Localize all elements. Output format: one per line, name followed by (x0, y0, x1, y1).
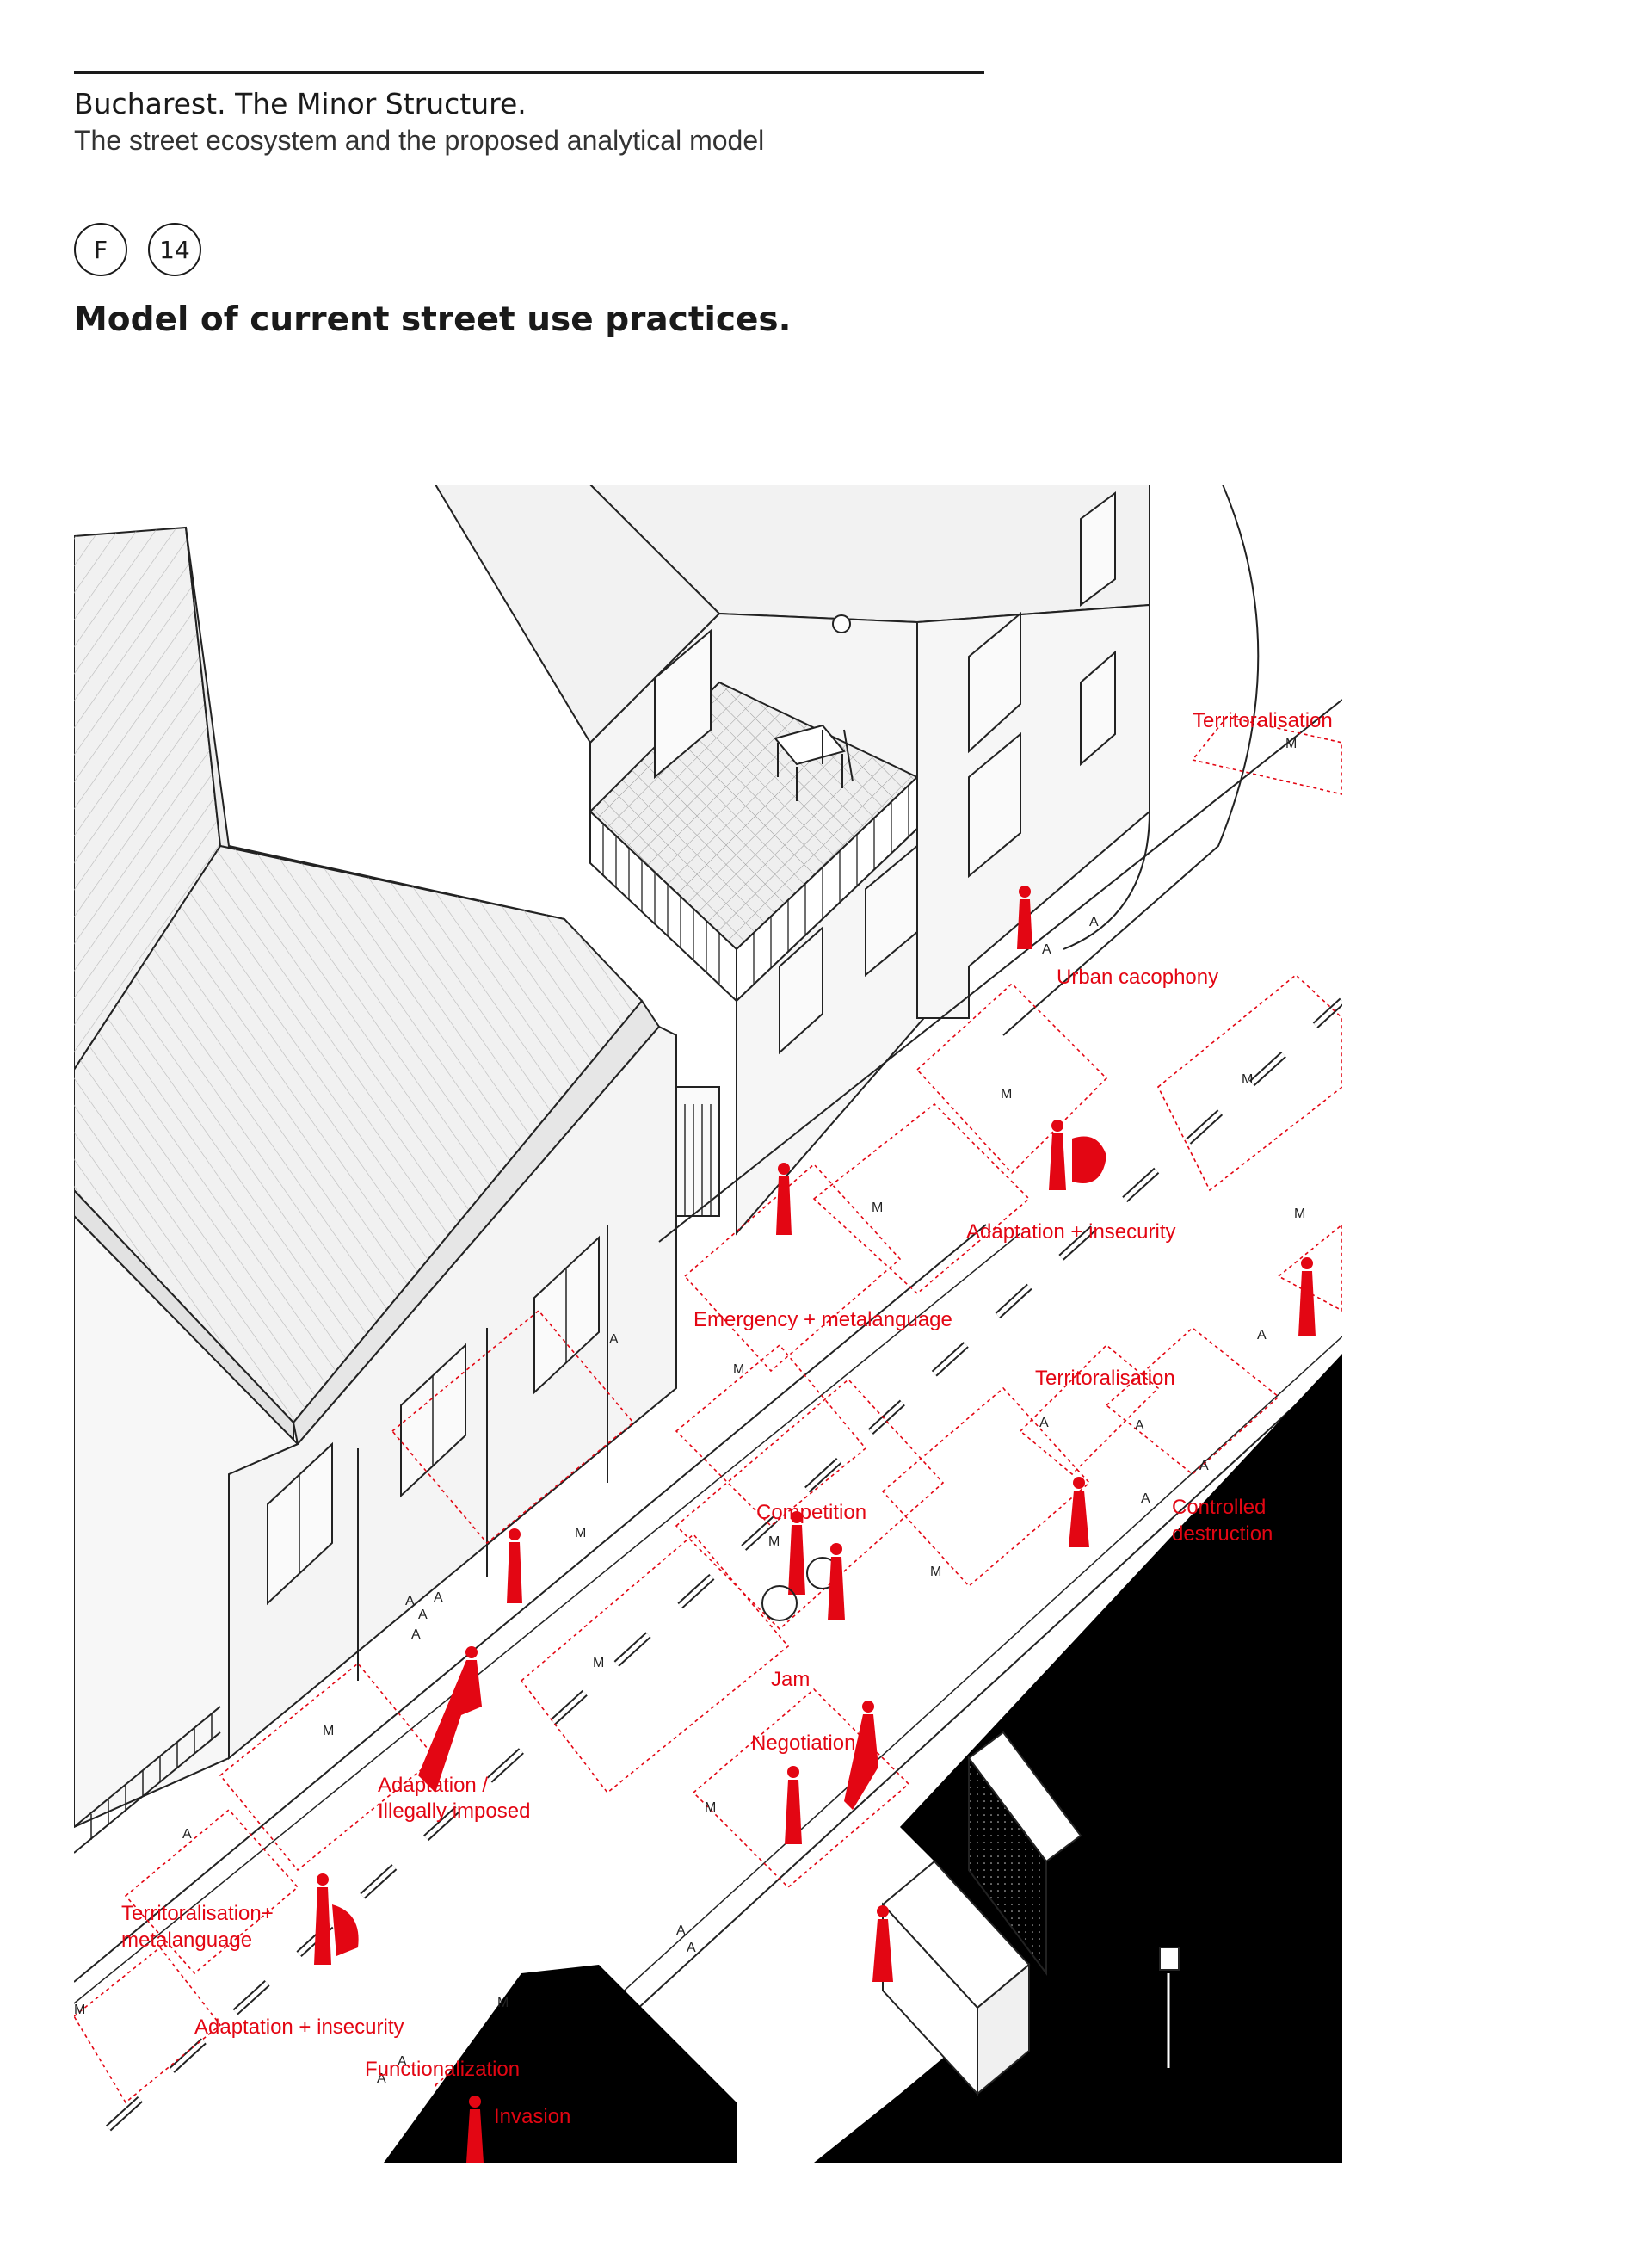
marker-a: A (1141, 1491, 1150, 1506)
label-controlled-destruction: Controlled (1172, 1496, 1266, 1519)
label-negotiation: Negotiation (751, 1731, 855, 1755)
marker-m: M (575, 1526, 586, 1540)
label-jam: Jam (771, 1668, 810, 1691)
marker-m: M (497, 1996, 509, 2010)
label-adaptation-illegal: Illegally imposed (378, 1799, 530, 1823)
person-figure (418, 1646, 482, 1793)
label-urban-cacophony: Urban cacophony (1057, 966, 1218, 989)
person-figure (314, 1873, 359, 1965)
marker-m: M (1294, 1207, 1305, 1221)
marker-m: M (323, 1724, 334, 1738)
person-figure (1069, 1477, 1089, 1547)
marker-a: A (434, 1590, 443, 1605)
label-controlled-destruction: destruction (1172, 1522, 1273, 1546)
marker-a: A (676, 1923, 686, 1938)
marker-m: M (74, 2003, 85, 2017)
marker-a: A (1257, 1328, 1267, 1343)
header-rule (74, 71, 984, 74)
marker-m: M (705, 1800, 716, 1815)
corner-building (434, 485, 1260, 1236)
left-house (74, 526, 720, 1854)
zone-markers: M A A M M M M A A M A A A A M M M A A A … (74, 737, 1305, 2086)
figure-letter-badge: F (74, 223, 127, 276)
document-subtitle: The street ecosystem and the proposed an… (74, 125, 765, 156)
marker-a: A (418, 1608, 428, 1622)
marker-m: M (1001, 1087, 1012, 1102)
marker-a: A (687, 1941, 696, 1955)
shadow-masses (384, 1354, 1342, 2163)
person-figure (844, 1701, 878, 1810)
marker-a: A (411, 1627, 421, 1642)
marker-a: A (377, 2071, 386, 2086)
marker-a: A (1135, 1418, 1144, 1433)
marker-a: A (1042, 942, 1051, 957)
person-figure (466, 2096, 484, 2163)
person-figure (828, 1543, 845, 1620)
practice-labels: Territoralisation Urban cacophony Adapta… (121, 709, 1333, 2128)
label-territorialisation-mid: Territoralisation (1035, 1367, 1175, 1390)
people-figures (314, 886, 1316, 2163)
marker-a: A (1089, 915, 1099, 929)
marker-m: M (733, 1362, 744, 1377)
person-figure (776, 1163, 792, 1235)
marker-a: A (182, 1827, 192, 1842)
marker-a: A (609, 1332, 619, 1347)
person-figure (1298, 1257, 1316, 1336)
marker-m: M (872, 1201, 883, 1215)
figure-title: Model of current street use practices. (74, 300, 792, 339)
marker-a: A (1199, 1459, 1209, 1473)
street-axonometric-drawing: M A A M M M M A A M A A A A M M M A A A … (74, 485, 1342, 2163)
label-invasion: Invasion (494, 2105, 570, 2128)
label-functionalization: Functionalization (365, 2058, 520, 2081)
person-figure (785, 1766, 802, 1844)
marker-a: A (1039, 1416, 1049, 1430)
label-adaptation-insecurity: Adaptation + insecurity (194, 2015, 404, 2039)
person-figure (507, 1528, 522, 1603)
label-territorialisation-top: Territoralisation (1193, 709, 1333, 732)
marker-m: M (593, 1656, 604, 1670)
label-territorialisation-metalanguage: Territoralisation+ (121, 1902, 274, 1925)
label-territorialisation-metalanguage: metalanguage (121, 1929, 252, 1952)
label-adaptation-insecurity: Adaptation + insecurity (966, 1220, 1175, 1244)
label-competition: Competition (756, 1501, 866, 1524)
person-figure (1017, 886, 1032, 949)
marker-a: A (398, 2054, 407, 2069)
document-title: Bucharest. The Minor Structure. (74, 87, 527, 120)
person-figure (1049, 1120, 1106, 1190)
person-figure (761, 1511, 839, 1621)
marker-a: A (405, 1594, 415, 1608)
label-emergency-metalanguage: Emergency + metalanguage (693, 1308, 952, 1331)
activity-zones (74, 716, 1342, 2163)
marker-m: M (1285, 737, 1297, 751)
figure-number-badge: 14 (148, 223, 201, 276)
label-adaptation-illegal: Adaptation / (378, 1774, 488, 1797)
person-figure (872, 1905, 893, 1982)
marker-m: M (768, 1534, 780, 1549)
marker-m: M (930, 1565, 941, 1579)
marker-m: M (1242, 1072, 1253, 1087)
